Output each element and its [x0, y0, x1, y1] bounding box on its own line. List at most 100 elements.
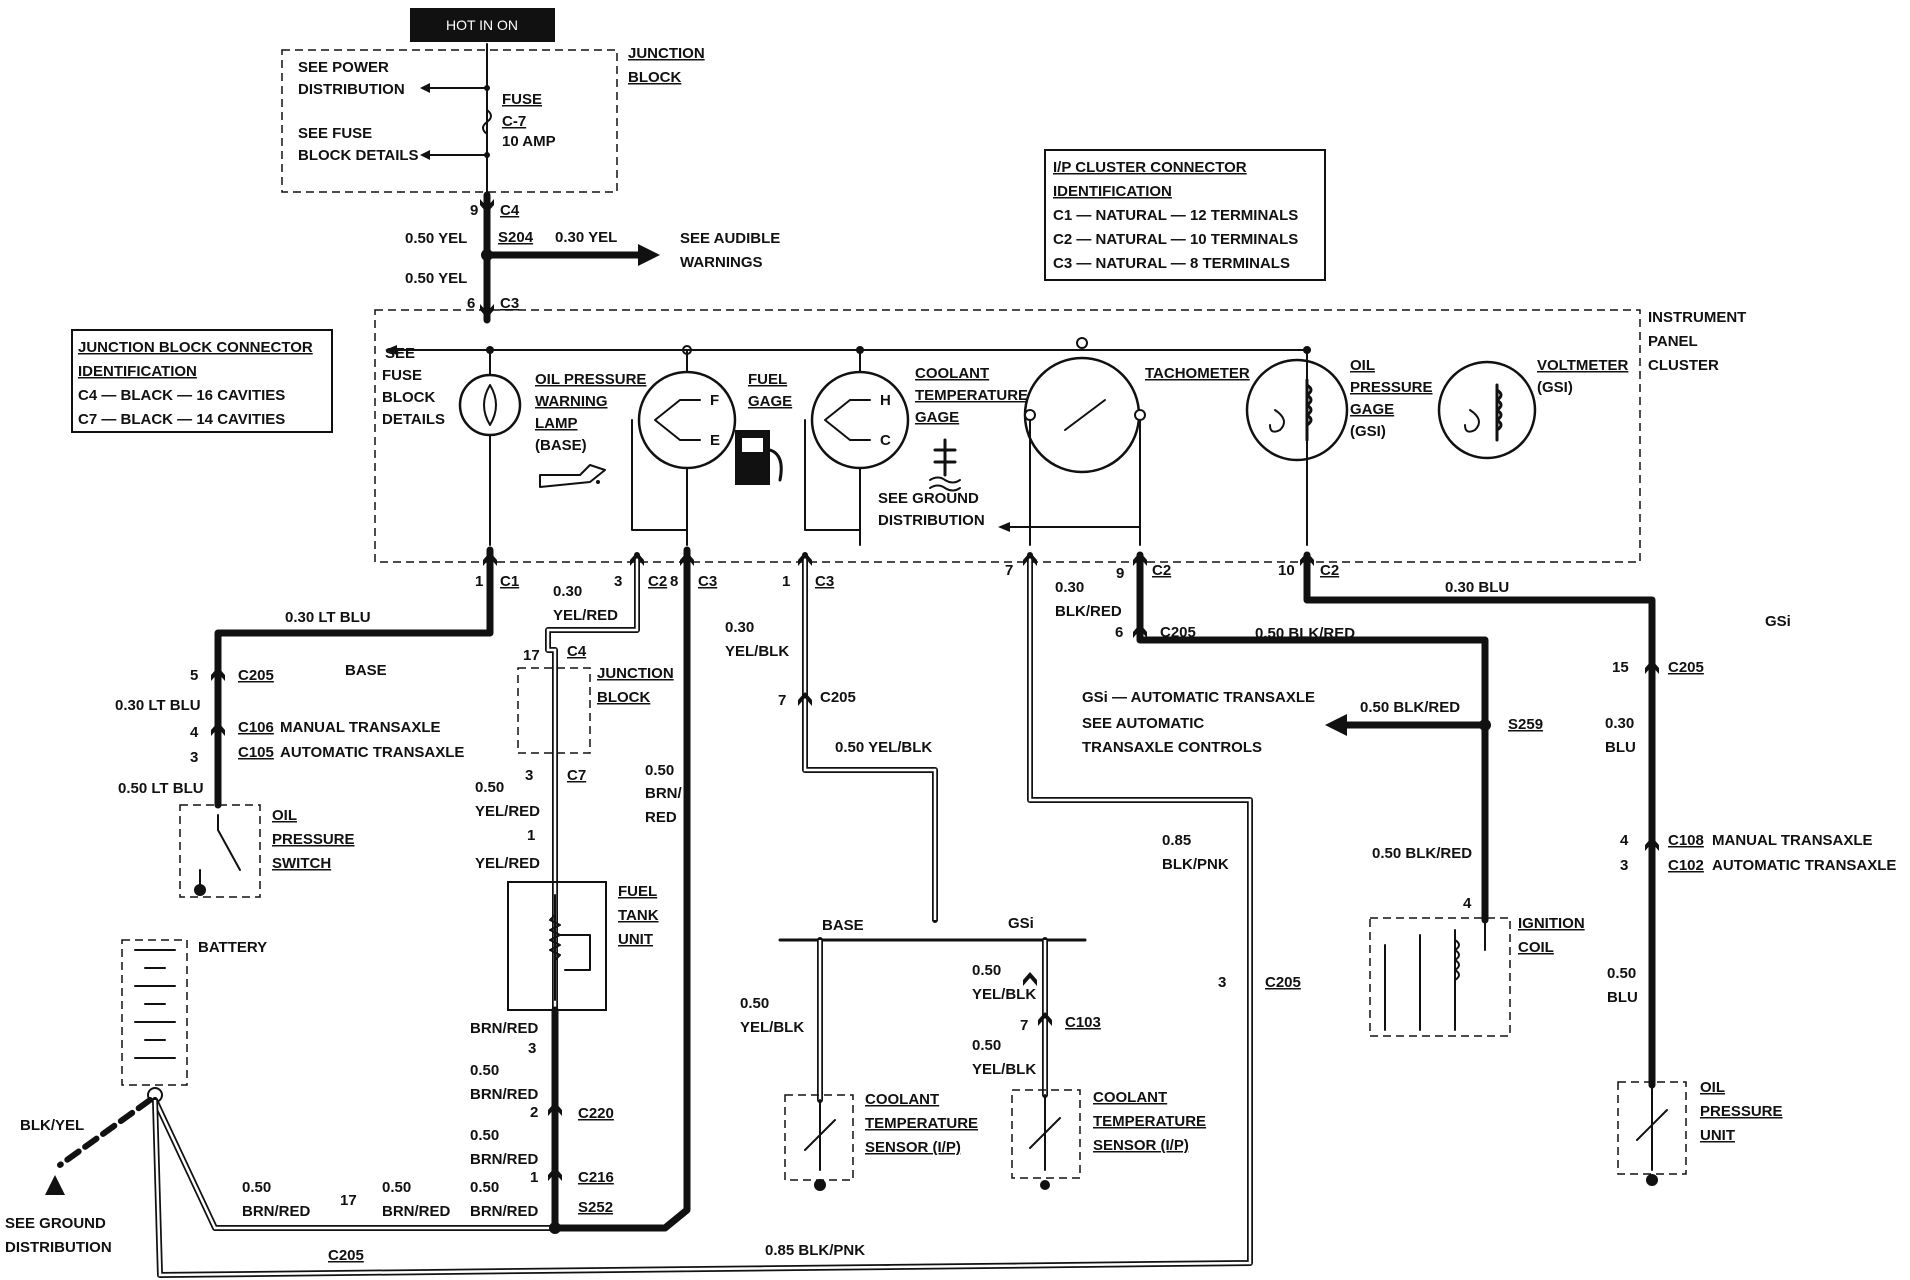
svg-text:UNIT: UNIT: [1700, 1127, 1735, 1144]
svg-text:MANUAL TRANSAXLE: MANUAL TRANSAXLE: [1712, 832, 1873, 849]
svg-text:FUEL: FUEL: [618, 883, 657, 900]
svg-text:BRN/RED: BRN/RED: [470, 1086, 539, 1103]
svg-text:0.50: 0.50: [470, 1179, 499, 1196]
svg-text:INSTRUMENT: INSTRUMENT: [1648, 309, 1746, 326]
svg-text:JUNCTION BLOCK CONNECTOR: JUNCTION BLOCK CONNECTOR: [78, 339, 313, 356]
svg-text:MANUAL TRANSAXLE: MANUAL TRANSAXLE: [280, 719, 441, 736]
top-feed-circuit: 9 C4 0.50 YEL S204 0.30 YEL SEE AUDIBLE …: [405, 191, 780, 324]
battery: BATTERY BLK/YEL SEE GROUND DISTRIBUTION: [5, 552, 1253, 1278]
svg-text:0.50: 0.50: [470, 1062, 499, 1079]
svg-text:0.50 BLK/RED: 0.50 BLK/RED: [1360, 699, 1460, 716]
svg-text:TACHOMETER: TACHOMETER: [1145, 365, 1250, 382]
svg-text:DETAILS: DETAILS: [382, 411, 445, 428]
svg-text:C108: C108: [1668, 832, 1704, 849]
svg-text:PANEL: PANEL: [1648, 333, 1698, 350]
ground-circuit-labels: 0.85 BLK/PNK 3 C205 C205 0.85 BLK/PNK: [328, 832, 1301, 1264]
svg-text:0.30 YEL: 0.30 YEL: [555, 229, 617, 246]
svg-text:0.50: 0.50: [972, 962, 1001, 979]
svg-text:0.30: 0.30: [1055, 579, 1084, 596]
svg-text:C216: C216: [578, 1169, 614, 1186]
svg-text:10: 10: [1278, 562, 1295, 579]
tach-circuit: 0.30 BLK/RED 6 C205 0.50 BLK/RED GSi — A…: [1055, 551, 1585, 1037]
svg-text:IGNITION: IGNITION: [1518, 915, 1585, 932]
svg-text:BRN/RED: BRN/RED: [470, 1203, 539, 1220]
fuel-gage-icon: [637, 370, 737, 470]
voltmeter-icon: [1437, 360, 1537, 460]
svg-text:17: 17: [523, 647, 540, 664]
svg-text:C3: C3: [500, 295, 519, 312]
svg-text:BRN/RED: BRN/RED: [242, 1203, 311, 1220]
svg-text:BASE: BASE: [822, 917, 864, 934]
svg-text:LAMP: LAMP: [535, 415, 578, 432]
oil-can-icon: [539, 464, 606, 488]
svg-text:0.50 BLK/RED: 0.50 BLK/RED: [1255, 625, 1355, 642]
cluster-connector-pins: 1 C1 3 C2 8 C3 1 C3 7 9 C2 10 C2: [475, 562, 1339, 590]
svg-text:BLU: BLU: [1607, 989, 1638, 1006]
svg-text:BLOCK DETAILS: BLOCK DETAILS: [298, 147, 419, 164]
svg-text:0.50: 0.50: [740, 995, 769, 1012]
svg-text:3: 3: [190, 749, 198, 766]
fuse-icon: [482, 109, 492, 135]
svg-text:8: 8: [670, 573, 678, 590]
svg-text:1: 1: [530, 1169, 538, 1186]
svg-text:C103: C103: [1065, 1014, 1101, 1031]
svg-text:C7: C7: [567, 767, 586, 784]
svg-text:17: 17: [340, 1192, 357, 1209]
svg-text:GAGE: GAGE: [1350, 401, 1394, 418]
oil-lamp-icon: [458, 373, 522, 437]
svg-text:7: 7: [1020, 1017, 1028, 1034]
hot-in-on-header: HOT IN ON: [410, 8, 555, 42]
svg-text:WARNINGS: WARNINGS: [680, 254, 763, 271]
svg-text:(GSI): (GSI): [1350, 423, 1386, 440]
svg-text:4: 4: [1620, 832, 1629, 849]
svg-text:BLOCK: BLOCK: [597, 689, 650, 706]
svg-text:C4: C4: [500, 202, 520, 219]
svg-text:0.50 BLK/RED: 0.50 BLK/RED: [1372, 845, 1472, 862]
coolant-gage-icon: [810, 370, 910, 470]
svg-text:AUTOMATIC TRANSAXLE: AUTOMATIC TRANSAXLE: [280, 744, 464, 761]
fuel-circuit: 0.30 YEL/RED 17 C4 JUNCTION BLOCK 3 C7 0…: [242, 546, 691, 1234]
svg-text:0.50: 0.50: [475, 779, 504, 796]
arrow-left-icon: [1325, 714, 1347, 736]
svg-text:6: 6: [1115, 624, 1123, 641]
ip-cluster-connector-id: I/P CLUSTER CONNECTOR IDENTIFICATION C1 …: [1044, 149, 1326, 281]
svg-text:SENSOR (I/P): SENSOR (I/P): [865, 1139, 961, 1156]
svg-text:C102: C102: [1668, 857, 1704, 874]
svg-text:0.85 BLK/PNK: 0.85 BLK/PNK: [765, 1242, 865, 1259]
svg-text:0.30 LT BLU: 0.30 LT BLU: [285, 609, 371, 626]
svg-text:H: H: [880, 392, 891, 409]
svg-text:BLOCK: BLOCK: [628, 69, 681, 86]
svg-text:GAGE: GAGE: [915, 409, 959, 426]
svg-text:C2 — NATURAL — 10 TERMINALS: C2 — NATURAL — 10 TERMINALS: [1053, 231, 1298, 248]
svg-text:TEMPERATURE: TEMPERATURE: [865, 1115, 978, 1132]
svg-text:FUSE: FUSE: [502, 91, 542, 108]
svg-text:BLK/RED: BLK/RED: [1055, 603, 1122, 620]
svg-text:4: 4: [1463, 895, 1472, 912]
svg-text:BLU: BLU: [1605, 739, 1636, 756]
tachometer-icon: [1023, 356, 1141, 474]
svg-text:(BASE): (BASE): [535, 437, 587, 454]
svg-text:I/P CLUSTER CONNECTOR: I/P CLUSTER CONNECTOR: [1053, 159, 1247, 176]
oil-unit-circuit: 0.30 BLU GSi 15 C205 0.30 BLU 4 C108 MAN…: [1303, 551, 1896, 1186]
svg-text:YEL/RED: YEL/RED: [553, 607, 618, 624]
svg-text:C7 — BLACK — 14 CAVITIES: C7 — BLACK — 14 CAVITIES: [78, 411, 285, 428]
svg-text:FUEL: FUEL: [748, 371, 787, 388]
ground-icon: [1646, 1174, 1658, 1186]
svg-text:BRN/RED: BRN/RED: [470, 1151, 539, 1168]
svg-text:SEE GROUND: SEE GROUND: [5, 1215, 106, 1232]
svg-text:BATTERY: BATTERY: [198, 939, 267, 956]
svg-text:3: 3: [525, 767, 533, 784]
svg-text:1: 1: [782, 573, 790, 590]
svg-text:3: 3: [614, 573, 622, 590]
svg-text:S252: S252: [578, 1199, 613, 1216]
svg-text:HOT IN ON: HOT IN ON: [446, 17, 518, 33]
svg-text:AUTOMATIC TRANSAXLE: AUTOMATIC TRANSAXLE: [1712, 857, 1896, 874]
svg-text:WARNING: WARNING: [535, 393, 608, 410]
svg-text:C205: C205: [1668, 659, 1704, 676]
svg-text:7: 7: [778, 692, 786, 709]
svg-text:C1 — NATURAL — 12 TERMINALS: C1 — NATURAL — 12 TERMINALS: [1053, 207, 1298, 224]
svg-text:SEE POWER: SEE POWER: [298, 59, 389, 76]
svg-text:0.50: 0.50: [1607, 965, 1636, 982]
svg-text:FUSE: FUSE: [382, 367, 422, 384]
svg-text:C3: C3: [698, 573, 717, 590]
